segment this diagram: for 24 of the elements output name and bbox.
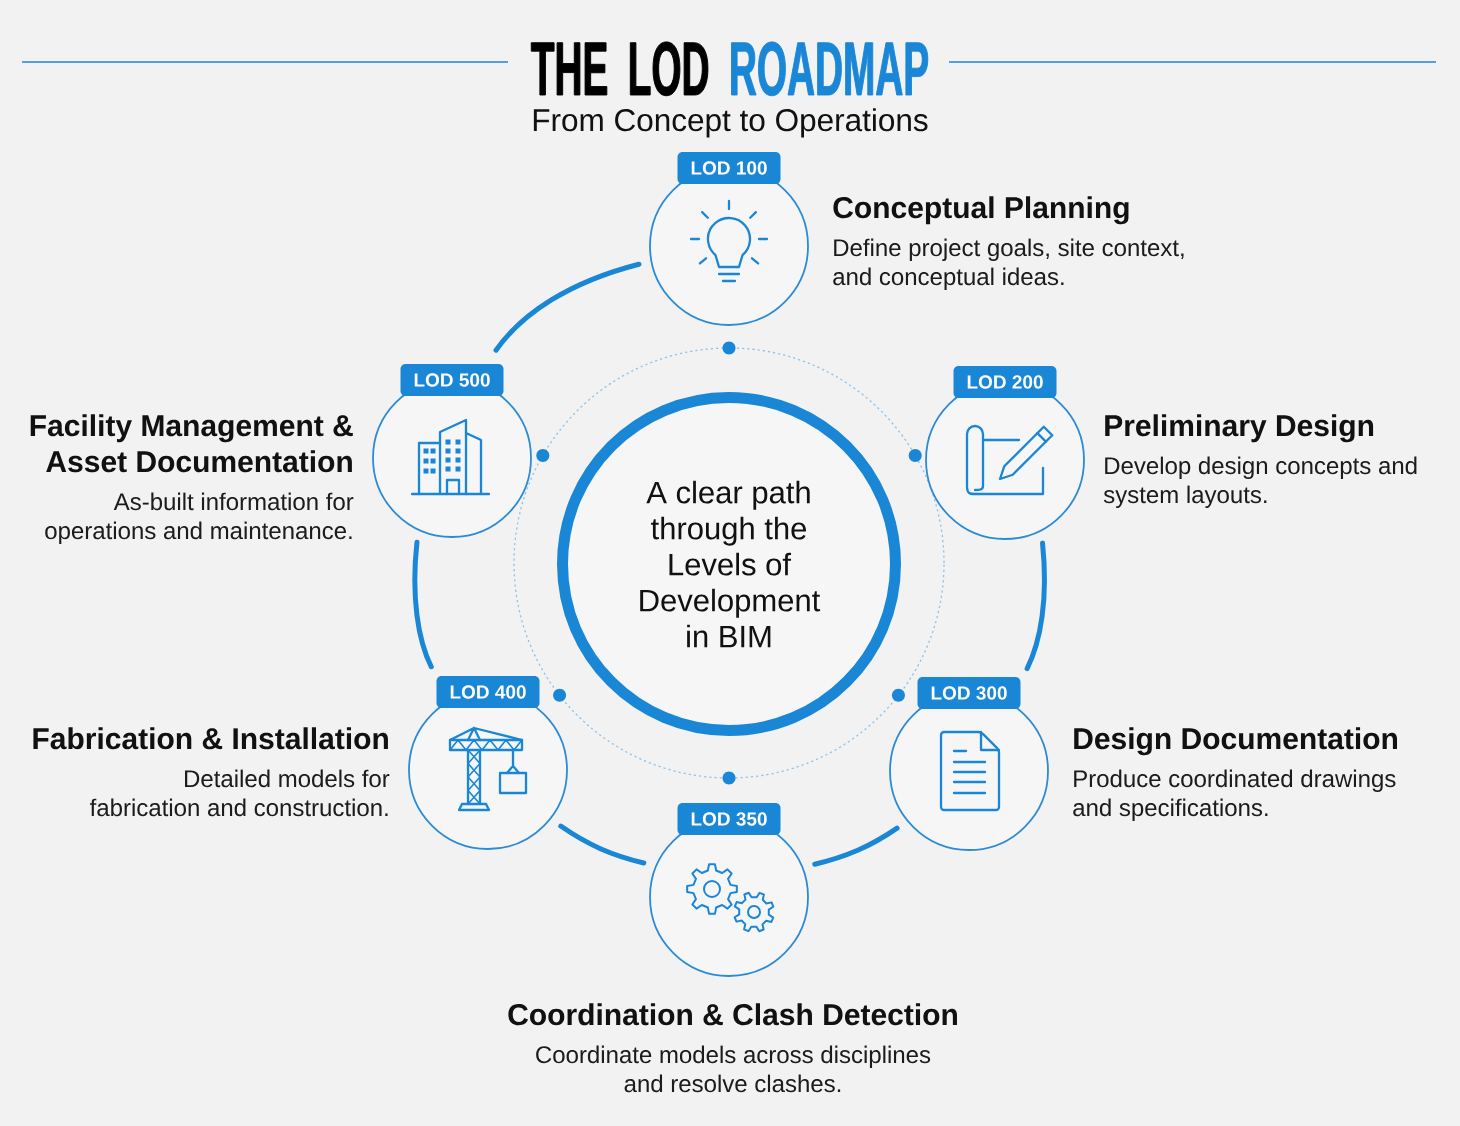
stage-heading: Coordination & Clash Detection [508, 1003, 957, 1026]
arc-connector [1024, 540, 1047, 671]
lod-badge: LOD 350 [677, 803, 781, 835]
stage-heading: Conceptual Planning [833, 196, 1129, 225]
arc-connector [493, 261, 642, 353]
stage-description: Produce coordinated drawings and specifications. [1073, 769, 1396, 821]
lod-badge: LOD 400 [436, 676, 540, 708]
lod-badge: LOD 500 [400, 364, 504, 396]
lod-badge: LOD 300 [917, 677, 1021, 709]
stage-description: Coordinate models across disciplines and resolve clashes. [536, 1045, 931, 1093]
stage-description: As-built information for operations and maintenance. [45, 492, 354, 544]
arc-connector [558, 823, 647, 866]
subtitle: From Concept to Operations [533, 108, 928, 138]
stage-heading: Design Documentation [1074, 727, 1397, 756]
stage-heading: Facility Management & Asset Documentation [30, 414, 353, 473]
stage-heading: Fabrication & Installation [33, 727, 388, 750]
arc-connector [412, 539, 434, 670]
stage-heading: Preliminary Design [1105, 414, 1374, 443]
lod-badge: LOD 100 [677, 152, 781, 184]
stage-description: Develop design concepts and system layouts. [1103, 456, 1417, 508]
arc-connector [812, 825, 900, 867]
lod-badge: LOD 200 [953, 366, 1057, 398]
stage-description: Define project goals, site context, and conceptual ideas. [833, 238, 1184, 290]
stage-description: Detailed models for fabrication and construction. [89, 769, 390, 817]
